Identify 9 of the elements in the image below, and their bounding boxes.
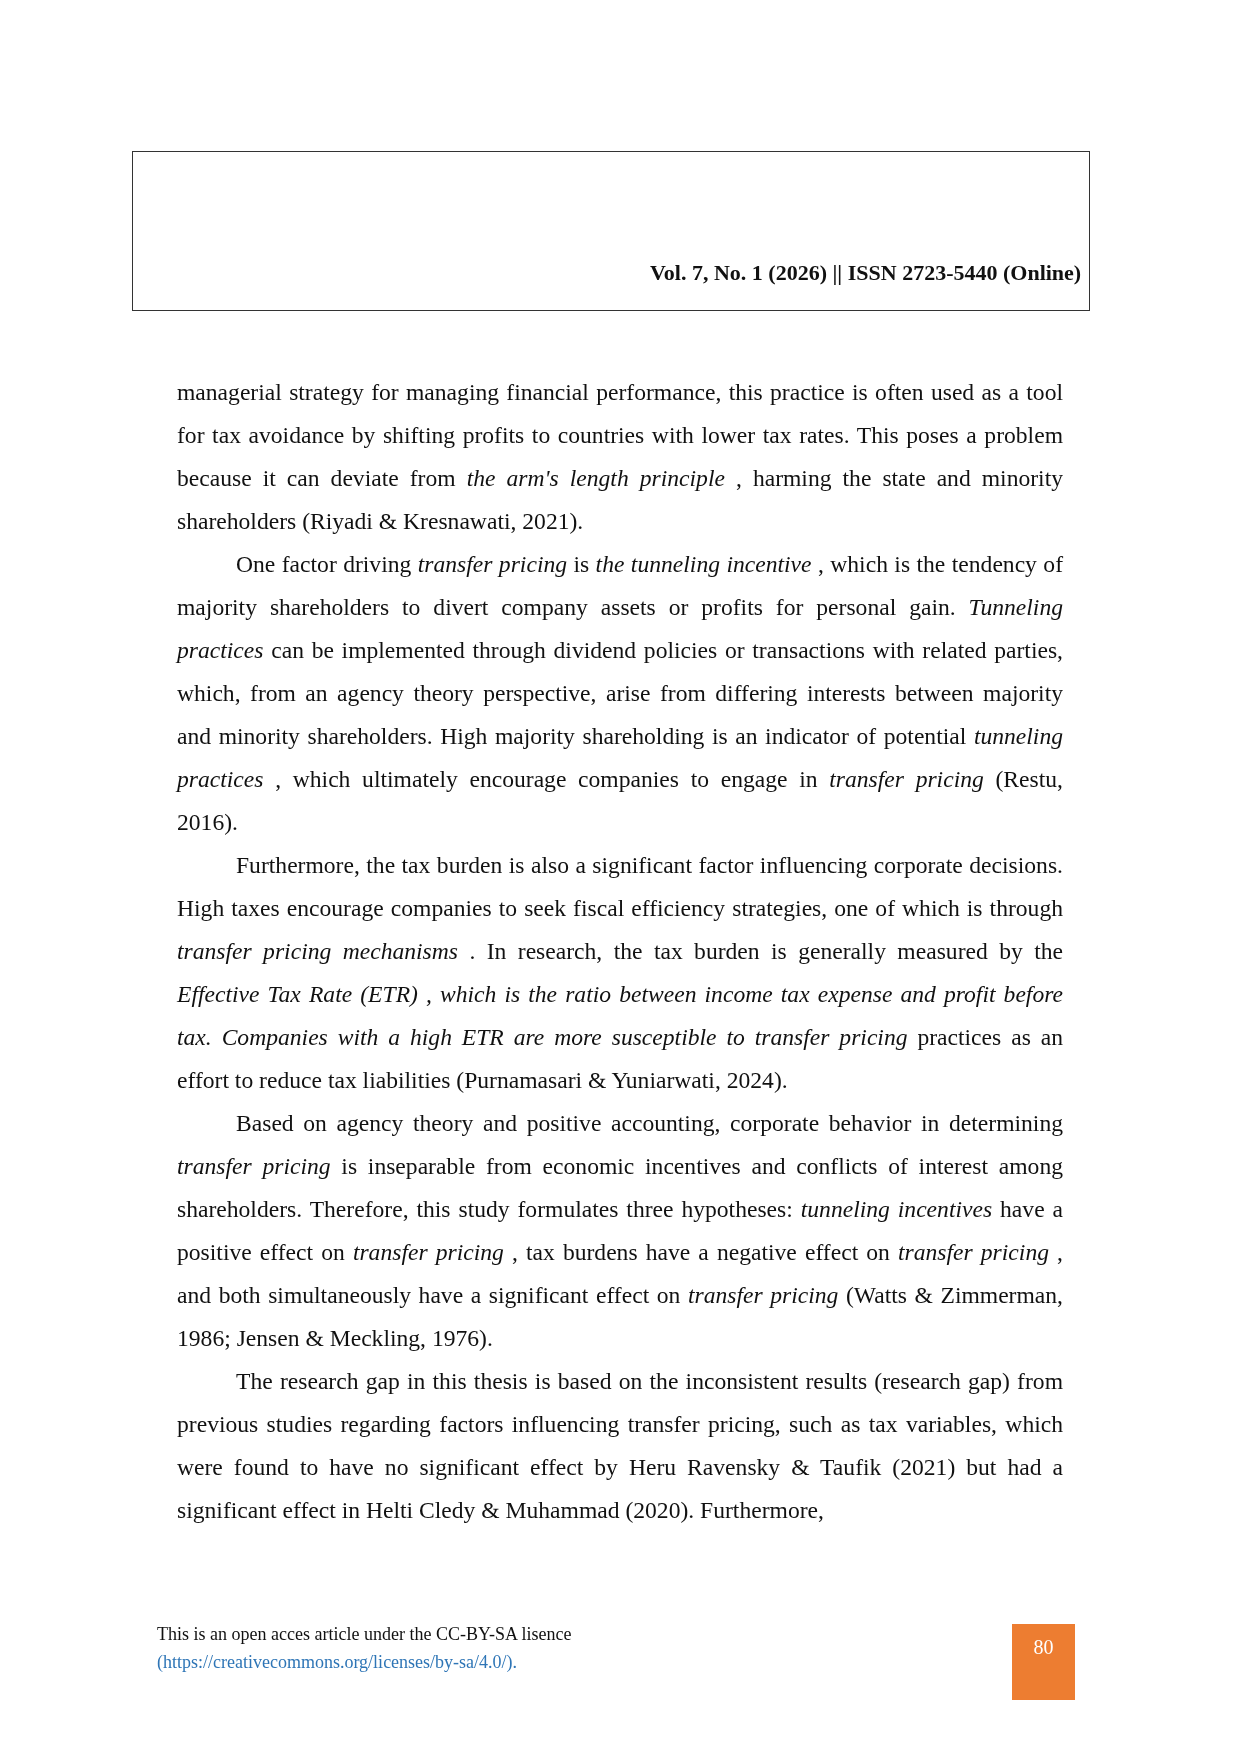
issue-info: Vol. 7, No. 1 (2026) || ISSN 2723-5440 (Online) [650, 260, 1082, 286]
license-note: This is an open acces article under the CC-BY-SA lisence [157, 1624, 572, 1645]
body-paragraph: One factor driving transfer pricing is the tunneling incentive , which is the tendency of majority shareholders to divert company assets or profits for personal gain. Tunneling practices can be implemented through dividend policies or transactions with related parties, which, from an agency theory perspective, arise from differing interests between majority and minority shareholders. High majority shareholding is an indicator of potential tunneling practices , which ultimately encourage companies to engage in transfer pricing (Restu, 2016). [177, 550, 1063, 837]
body-paragraph: The research gap in this thesis is based on the inconsistent results (research gap) from previous studies regarding factors influencing transfer pricing, such as tax variables, which were found to have no significant effect by Heru Ravensky & Taufik (2021) but had a significant effect in Helti Cledy & Muhammad (2020). Furthermore, [177, 1367, 1063, 1525]
body-paragraph: Furthermore, the tax burden is also a significant factor influencing corporate decisions. High taxes encourage companies to seek fiscal efficiency strategies, one of which is through transfer pricing mechanisms . In research, the tax burden is generally measured by the Effective Tax Rate (ETR) , which is the ratio between income tax expense and profit before tax. Companies with a high ETR are more susceptible to transfer pricing practices as an effort to reduce tax liabilities (Purnamasari & Yuniarwati, 2024). [177, 851, 1063, 1095]
body-paragraph: managerial strategy for managing financial performance, this practice is often used as a tool for tax avoidance by shifting profits to countries with lower tax rates. This poses a problem because it can deviate from the arm's length principle , harming the state and minority shareholders (Riyadi & Kresnawati, 2021). [177, 378, 1063, 536]
page-number: 80 [1012, 1624, 1075, 1700]
license-link: (https://creativecommons.org/licenses/by-sa/4.0/). [157, 1652, 518, 1673]
body-paragraph: Based on agency theory and positive accounting, corporate behavior in determining transfer pricing is inseparable from economic incentives and conflicts of interest among shareholders. Therefore, this study formulates three hypotheses: tunneling incentives have a positive effect on transfer pricing , tax burdens have a negative effect on transfer pricing , and both simultaneously have a significant effect on transfer pricing (Watts & Zimmerman, 1986; Jensen & Meckling, 1976). [177, 1109, 1063, 1353]
